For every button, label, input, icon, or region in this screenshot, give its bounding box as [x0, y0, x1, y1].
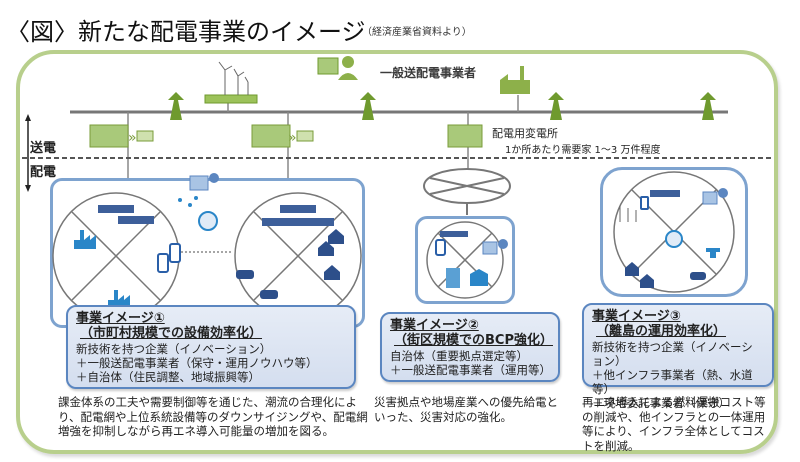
- wind-farm-icon: [204, 61, 258, 104]
- substation-label: 配電用変電所: [492, 127, 558, 140]
- substation-capacity-note: 1か所あたり需要家 1～3 万件程度: [505, 145, 661, 156]
- case-1-description: 課金体系の工夫や需要制御等を通じた、潮流の合理化により、配電網や上位系統設備等の…: [58, 395, 368, 438]
- cloud-network-icon: [178, 196, 218, 231]
- source-note: （経済産業省資料より）: [362, 27, 472, 38]
- diagram-frame: [16, 50, 778, 454]
- case-2-line-1: 自治体（重要拠点選定等）: [390, 349, 528, 363]
- case-3-infobox: 事業イメージ③ （離島の運用効率化） 新技術を持つ企業（イノベーション） ＋他イ…: [582, 303, 774, 410]
- house-icon: [625, 262, 654, 288]
- building-icon: [446, 268, 460, 288]
- case-2-heading: 事業イメージ②: [390, 318, 479, 333]
- case-2-infobox: 事業イメージ② （街区規模でのBCP強化） 自治体（重要拠点選定等） ＋一般送配…: [380, 312, 560, 382]
- page-title: 〈図〉新たな配電事業のイメージ: [6, 18, 366, 46]
- control-center-icon: [189, 173, 219, 191]
- control-center-icon: [702, 188, 728, 205]
- case-1-heading: 事業イメージ①: [76, 311, 165, 326]
- case-3-line-2: ＋他インフラ事業者（熱、水道等）: [592, 368, 753, 396]
- operator-label: 一般送配電事業者: [380, 66, 477, 80]
- cloud-network-icon: [665, 230, 683, 248]
- operator-icon: [317, 56, 358, 80]
- case-1-line-2: ＋一般送配電事業者（保守・運用ノウハウ等）: [76, 356, 318, 370]
- case-2-description: 災害拠点や地場産業への優先給電といった、災害対応の強化。: [374, 395, 558, 424]
- battery-icon: [435, 239, 446, 256]
- power-plant-icon: [500, 66, 530, 94]
- solar-panel-icon: [650, 190, 680, 197]
- ev-car-icon: [690, 272, 706, 280]
- solar-panel-icon: [440, 231, 468, 237]
- svg-text:»: »: [288, 130, 297, 146]
- case-3-line-3: ＋現地委託事業者（保守）: [592, 396, 730, 410]
- substation-icon: [89, 124, 483, 148]
- ev-car-icon: [236, 270, 278, 299]
- solar-panel-icon: [98, 205, 334, 226]
- transmission-label: 送電: [30, 141, 57, 156]
- case-1-infobox: 事業イメージ① （市町村規模での設備効率化） 新技術を持つ企業（イノベーション）…: [66, 305, 356, 389]
- control-center-icon: [482, 239, 508, 255]
- case-1-line-1: 新技術を持つ企業（イノベーション）: [76, 342, 272, 356]
- case-2-line-2: ＋一般送配電事業者（運用等）: [390, 363, 551, 377]
- battery-icon: [157, 243, 181, 273]
- case-3-description: 再エネ導入による燃料運搬コスト等の削減や、他インフラとの一体運用等により、インフ…: [582, 395, 766, 453]
- svg-text:»: »: [128, 130, 137, 146]
- case-3-subheading: （離島の運用効率化）: [596, 324, 727, 339]
- case-1-subheading: （市町村規模での設備効率化）: [80, 326, 263, 341]
- battery-icon: [640, 196, 649, 210]
- substation-ellipse: [423, 168, 511, 215]
- case-2-subheading: （街区規模でのBCP強化）: [394, 333, 553, 348]
- chevron-icon: » »: [128, 130, 297, 146]
- wind-turbine-icon: [619, 206, 637, 222]
- water-tap-icon: [706, 248, 720, 258]
- case-3-heading: 事業イメージ③: [592, 309, 681, 324]
- case-1-line-3: ＋自治体（住民調整、地域振興等）: [76, 370, 260, 384]
- city-hall-icon: [470, 269, 488, 286]
- pylon-icon: [168, 92, 716, 120]
- factory-icon: [74, 230, 130, 309]
- distribution-label: 配電: [30, 165, 57, 180]
- house-icon: [318, 229, 344, 280]
- case-3-line-1: 新技術を持つ企業（イノベーション）: [592, 340, 753, 368]
